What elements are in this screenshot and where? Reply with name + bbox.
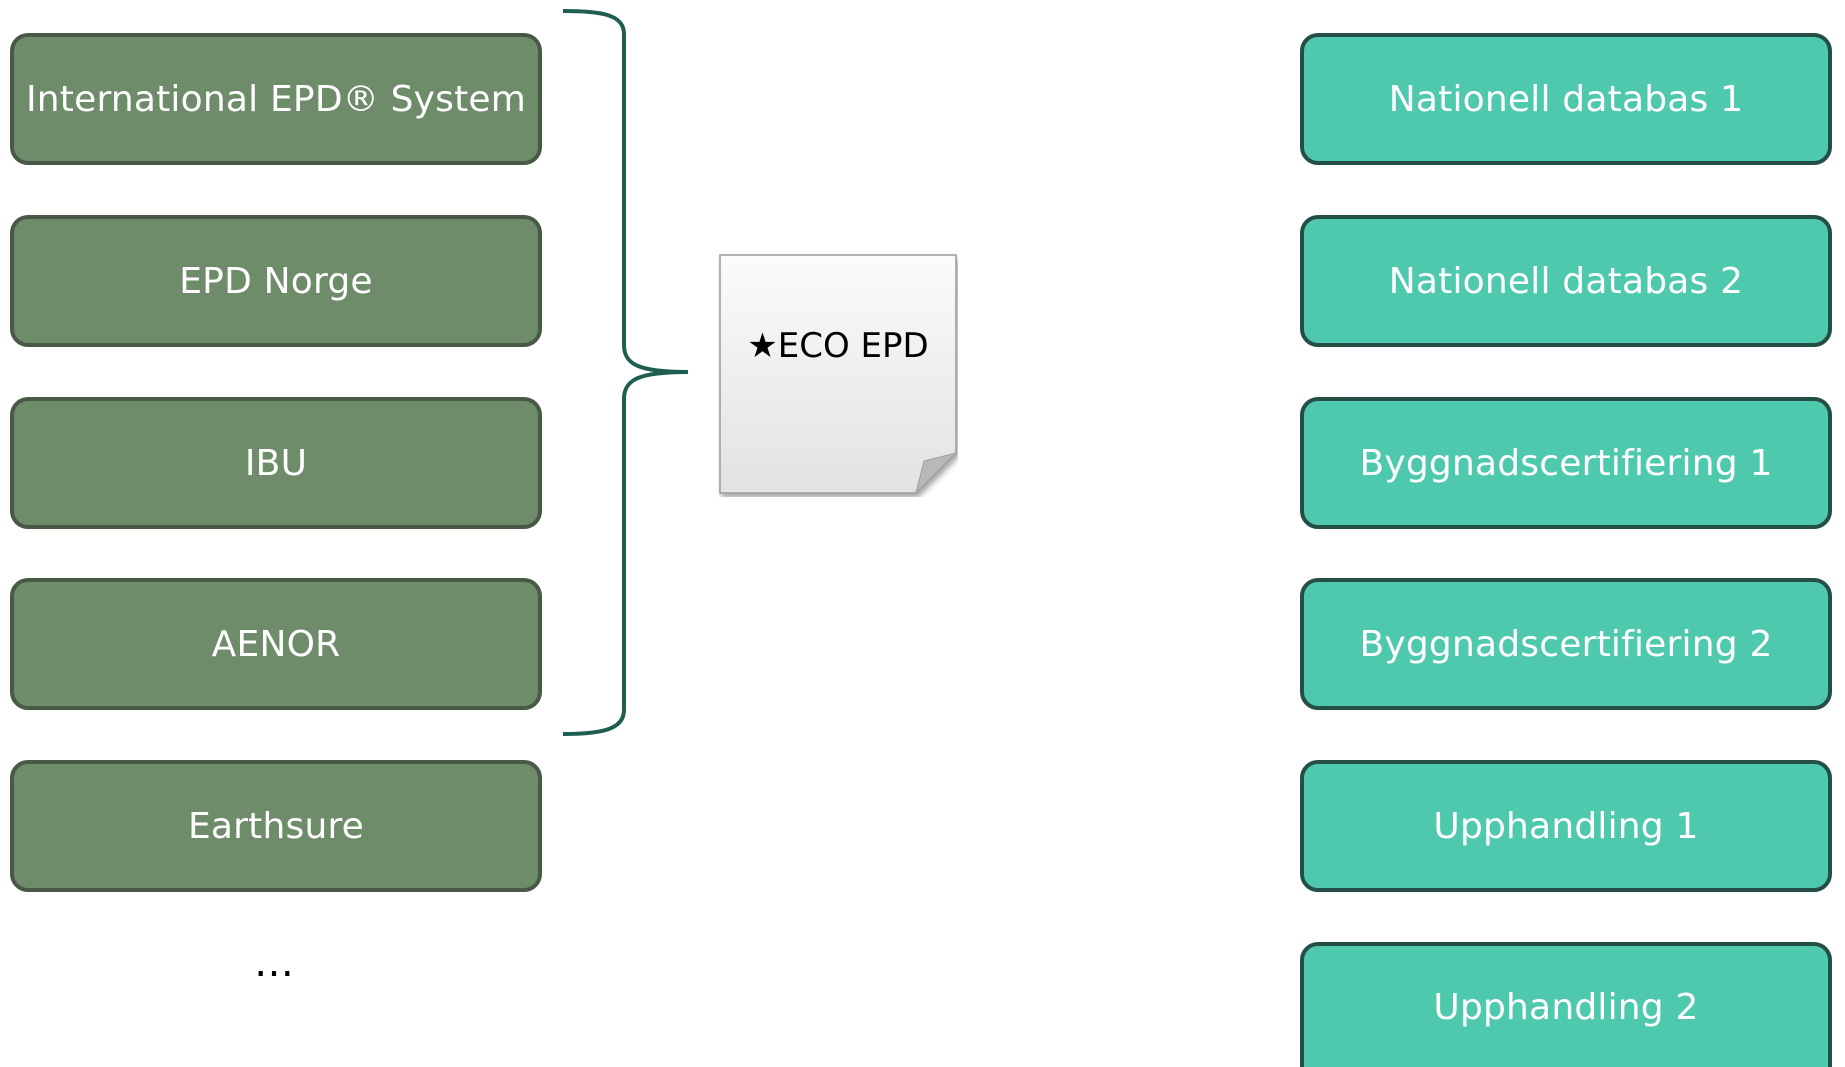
target-label: Nationell databas 1	[1388, 78, 1744, 120]
document-title: ECO EPD	[777, 326, 929, 366]
target-label: Upphandling 2	[1433, 986, 1699, 1028]
source-box-earthsure: Earthsure	[10, 760, 542, 892]
target-label: Byggnadscertifiering 1	[1359, 442, 1773, 484]
target-box-nationell-databas-2: Nationell databas 2	[1300, 215, 1832, 347]
star-icon: ★	[747, 326, 778, 366]
target-label: Upphandling 1	[1433, 805, 1699, 847]
source-label: Earthsure	[187, 805, 365, 847]
source-label: International EPD® System	[25, 78, 527, 120]
source-box-ibu: IBU	[10, 397, 542, 529]
source-label: AENOR	[211, 623, 341, 665]
document-label: ★ECO EPD	[718, 326, 958, 366]
source-box-aenor: AENOR	[10, 578, 542, 710]
source-box-international-epd: International EPD® System	[10, 33, 542, 165]
target-box-byggnadscertifiering-1: Byggnadscertifiering 1	[1300, 397, 1832, 529]
source-label: IBU	[244, 442, 308, 484]
target-box-byggnadscertifiering-2: Byggnadscertifiering 2	[1300, 578, 1832, 710]
source-label: EPD Norge	[179, 260, 373, 302]
target-label: Nationell databas 2	[1388, 260, 1744, 302]
target-box-upphandling-1: Upphandling 1	[1300, 760, 1832, 892]
target-box-upphandling-2: Upphandling 2	[1300, 942, 1832, 1067]
document-page-icon	[719, 254, 958, 495]
target-label: Byggnadscertifiering 2	[1359, 623, 1773, 665]
source-box-epd-norge: EPD Norge	[10, 215, 542, 347]
more-sources-ellipsis: …	[254, 940, 298, 986]
target-box-nationell-databas-1: Nationell databas 1	[1300, 33, 1832, 165]
